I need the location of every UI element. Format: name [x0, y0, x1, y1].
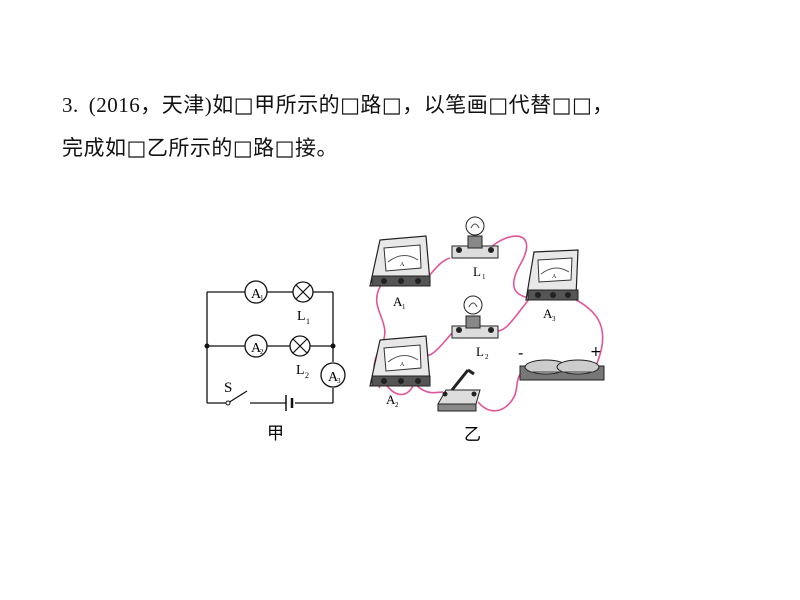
battery-minus-label: - [518, 344, 523, 362]
caption-yi: 乙 [464, 425, 481, 445]
ammeter-a3[interactable]: A A 3 [525, 249, 579, 323]
svg-text:L: L [473, 264, 481, 279]
question-text-1: 如□甲所示的□路□，以笔画□代替□□， [212, 93, 614, 117]
svg-text:A: A [393, 294, 403, 309]
svg-text:A: A [552, 274, 557, 280]
question-number: 3. [62, 93, 79, 117]
ammeter-a3-symbol: A 3 [320, 362, 346, 388]
ammeter-a1-letter: A [251, 287, 262, 302]
svg-text:1: 1 [306, 317, 310, 326]
ammeter-a1-symbol: A 1 [244, 280, 268, 304]
question-line-2: 完成如□乙所示的□路□接。 [62, 136, 339, 160]
ammeter-a1[interactable]: A A 1 [369, 235, 431, 311]
svg-text:2: 2 [485, 353, 489, 361]
caption-jia: 甲 [267, 424, 284, 444]
ammeter-a2[interactable]: A A 2 [369, 335, 431, 409]
svg-text:2: 2 [395, 401, 399, 409]
battery-pack[interactable]: - + [518, 344, 605, 381]
question-line-1: 3. (2016，天津)如□甲所示的□路□，以笔画□代替□□， [62, 84, 762, 127]
svg-text:3: 3 [552, 315, 556, 323]
lamp-l2-symbol: L 2 [289, 335, 311, 380]
svg-text:A: A [543, 306, 553, 321]
question-source: (2016，天津) [88, 93, 213, 117]
battery-plus-label: + [590, 344, 602, 360]
svg-text:1: 1 [482, 273, 486, 281]
ammeter-a2-symbol: A 2 [244, 334, 268, 358]
svg-text:A: A [400, 362, 405, 368]
switch-label: S [224, 380, 232, 396]
svg-text:A: A [386, 392, 396, 407]
svg-text:A: A [328, 370, 339, 385]
svg-text:1: 1 [402, 303, 406, 311]
svg-text:2: 2 [305, 371, 309, 380]
circuit-diagram-yi: A A 1 L 1 A A 3 [369, 216, 605, 445]
svg-text:A: A [251, 341, 262, 356]
svg-text:L: L [297, 309, 306, 324]
svg-text:L: L [476, 344, 484, 359]
lamp-l1[interactable]: L 1 [451, 216, 499, 281]
svg-text:1: 1 [260, 294, 264, 302]
svg-text:3: 3 [337, 377, 341, 385]
lamp-l1-symbol: L 1 [292, 281, 314, 326]
question-block: 3. (2016，天津)如□甲所示的□路□，以笔画□代替□□， 完成如□乙所示的□… [62, 84, 762, 170]
svg-text:A: A [400, 262, 405, 268]
svg-text:2: 2 [260, 348, 264, 356]
switch[interactable] [437, 368, 481, 412]
lamp-l2[interactable]: L 2 [451, 295, 499, 361]
svg-text:L: L [296, 363, 305, 378]
